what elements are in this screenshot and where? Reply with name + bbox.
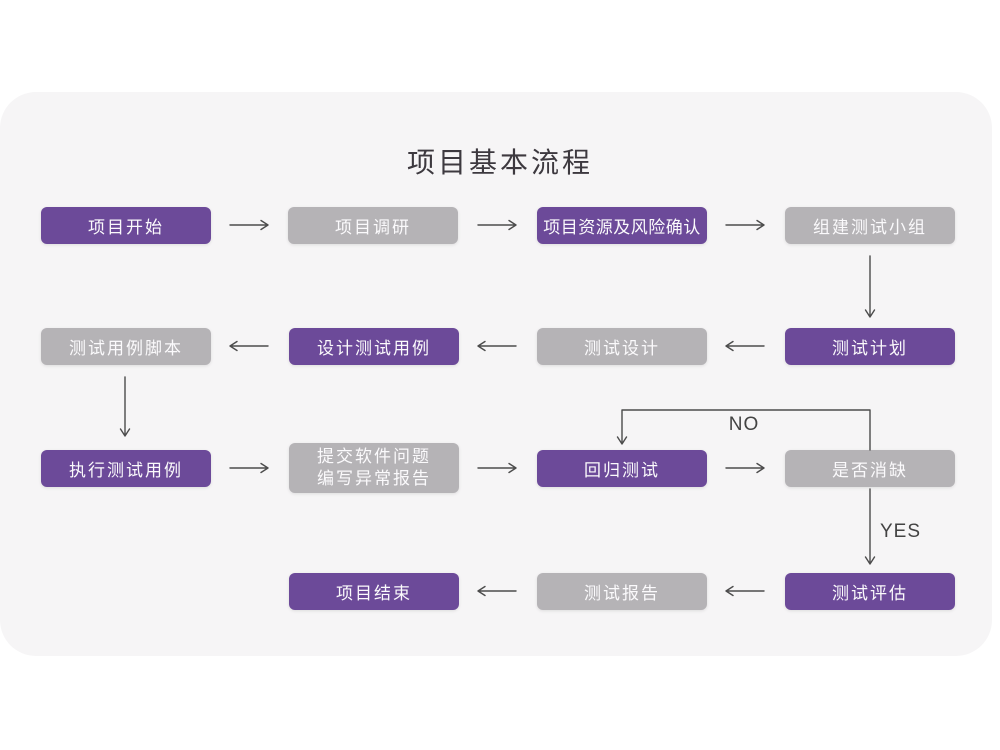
node-test-evaluation: 测试评估 bbox=[785, 573, 955, 610]
node-label: 项目开始 bbox=[88, 218, 164, 237]
node-resource-risk-confirm: 项目资源及风险确认 bbox=[537, 207, 707, 244]
node-label: 设计测试用例 bbox=[317, 339, 431, 358]
node-label: 执行测试用例 bbox=[69, 461, 183, 480]
node-label-line2: 编写异常报告 bbox=[317, 469, 431, 488]
node-label: 测试计划 bbox=[832, 339, 908, 358]
node-project-end: 项目结束 bbox=[289, 573, 459, 610]
node-label: 测试设计 bbox=[584, 339, 660, 358]
flowchart-card bbox=[0, 92, 992, 656]
node-label: 测试报告 bbox=[584, 584, 660, 603]
node-design-test-cases: 设计测试用例 bbox=[289, 328, 459, 365]
node-label: 项目结束 bbox=[336, 584, 412, 603]
node-label: 测试评估 bbox=[832, 584, 908, 603]
node-test-report: 测试报告 bbox=[537, 573, 707, 610]
node-test-plan: 测试计划 bbox=[785, 328, 955, 365]
node-execute-test-cases: 执行测试用例 bbox=[41, 450, 211, 487]
node-label: 组建测试小组 bbox=[813, 218, 927, 237]
node-build-test-team: 组建测试小组 bbox=[785, 207, 955, 244]
node-test-design: 测试设计 bbox=[537, 328, 707, 365]
node-test-case-scripts: 测试用例脚本 bbox=[41, 328, 211, 365]
edge-label-yes: YES bbox=[880, 521, 922, 542]
node-submit-issue-report: 提交软件问题 编写异常报告 bbox=[289, 443, 459, 493]
node-label: 回归测试 bbox=[584, 461, 660, 480]
node-project-research: 项目调研 bbox=[288, 207, 458, 244]
node-label: 测试用例脚本 bbox=[69, 339, 183, 358]
edge-label-no: NO bbox=[728, 414, 760, 435]
node-label: 项目调研 bbox=[335, 218, 411, 237]
page-title: 项目基本流程 bbox=[406, 147, 593, 178]
node-defect-cleared-check: 是否消缺 bbox=[785, 450, 955, 487]
node-label: 是否消缺 bbox=[832, 461, 908, 480]
node-label-line1: 提交软件问题 bbox=[317, 447, 431, 466]
node-label: 项目资源及风险确认 bbox=[543, 218, 701, 237]
node-regression-test: 回归测试 bbox=[537, 450, 707, 487]
node-project-start: 项目开始 bbox=[41, 207, 211, 244]
